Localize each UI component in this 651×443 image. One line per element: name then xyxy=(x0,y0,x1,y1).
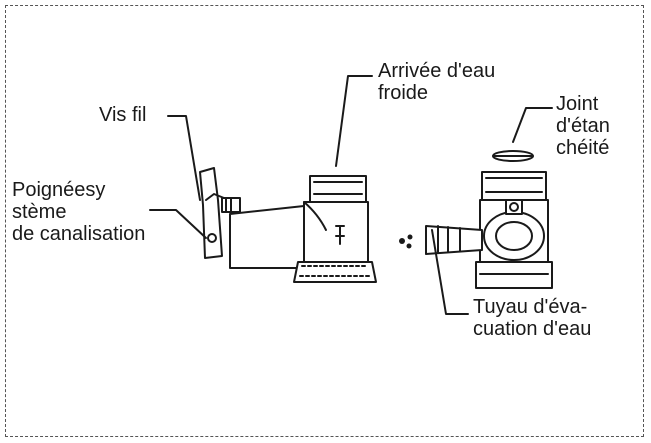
label-line: Joint xyxy=(556,93,599,115)
right-valve-body xyxy=(425,171,553,289)
label-seal: Joint d'étan chéité xyxy=(556,93,610,159)
drain-handle-lever xyxy=(199,167,225,259)
diagram-frame xyxy=(5,5,644,437)
label-line: d'étan xyxy=(556,115,610,137)
label-line: Vis fil xyxy=(99,104,147,126)
label-line: Poignéesy xyxy=(12,179,106,201)
label-drain-pipe: Tuyau d'éva- cuation d'eau xyxy=(473,296,591,340)
label-line: froide xyxy=(378,82,429,104)
label-drain-handle: Poignéesy stème de canalisation xyxy=(12,179,145,245)
label-line: Tuyau d'éva- xyxy=(473,296,588,318)
label-cold-water-inlet: Arrivée d'eau froide xyxy=(378,60,495,104)
wire-screw xyxy=(221,197,241,213)
label-line: de canalisation xyxy=(12,223,146,245)
label-wire-screw: Vis fil xyxy=(99,104,146,126)
seal-gasket xyxy=(492,150,534,162)
label-line: stème xyxy=(12,201,67,223)
label-line: Arrivée d'eau xyxy=(378,60,496,82)
label-line: chéité xyxy=(556,137,610,159)
leader-lines xyxy=(149,75,553,315)
water-drops xyxy=(399,234,413,249)
label-line: cuation d'eau xyxy=(473,318,592,340)
left-valve-body xyxy=(229,175,377,283)
